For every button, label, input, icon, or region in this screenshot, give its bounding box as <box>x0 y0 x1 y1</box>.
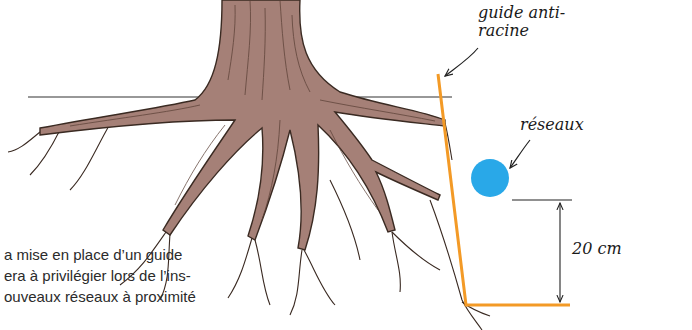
barrier-label: guide anti- racine <box>478 4 570 41</box>
leader-line <box>510 140 530 168</box>
root-barrier <box>438 74 570 305</box>
network-label: réseaux <box>520 116 584 134</box>
bark-texture <box>70 0 435 220</box>
network-pipe <box>471 159 509 197</box>
body-text: a mise en place d’un guide <box>4 246 182 263</box>
dimension-arrow <box>559 203 560 302</box>
body-text: era à privilégier lors de l’ins- <box>4 267 191 284</box>
leader-line <box>445 48 478 76</box>
dimension-tick <box>512 199 572 200</box>
tree-trunk <box>40 0 445 250</box>
body-text: ouveaux réseaux à proximité <box>4 288 196 305</box>
dimension-label: 20 cm <box>572 240 622 258</box>
